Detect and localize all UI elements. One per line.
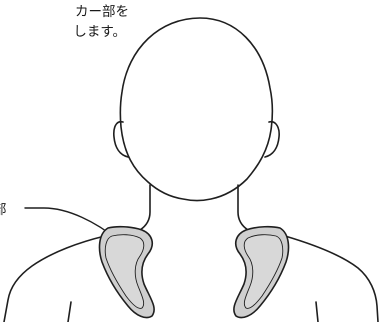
right-arm-line — [315, 301, 319, 322]
left-speaker — [98, 225, 155, 319]
left-ear — [113, 120, 129, 158]
left-shoulder — [3, 235, 106, 322]
instruction-caption: カー部を します。 — [0, 0, 129, 40]
neck-left — [139, 184, 151, 231]
head-outline — [119, 17, 274, 202]
right-ear — [264, 120, 280, 158]
caption-line-2: します。 — [73, 24, 126, 40]
right-speaker — [233, 225, 290, 319]
neck-right — [237, 184, 249, 231]
caption-line-1: カー部を — [75, 4, 129, 20]
left-arm-line — [67, 301, 72, 322]
right-shoulder — [284, 235, 379, 322]
speaker-part-label: 部 — [0, 201, 7, 219]
